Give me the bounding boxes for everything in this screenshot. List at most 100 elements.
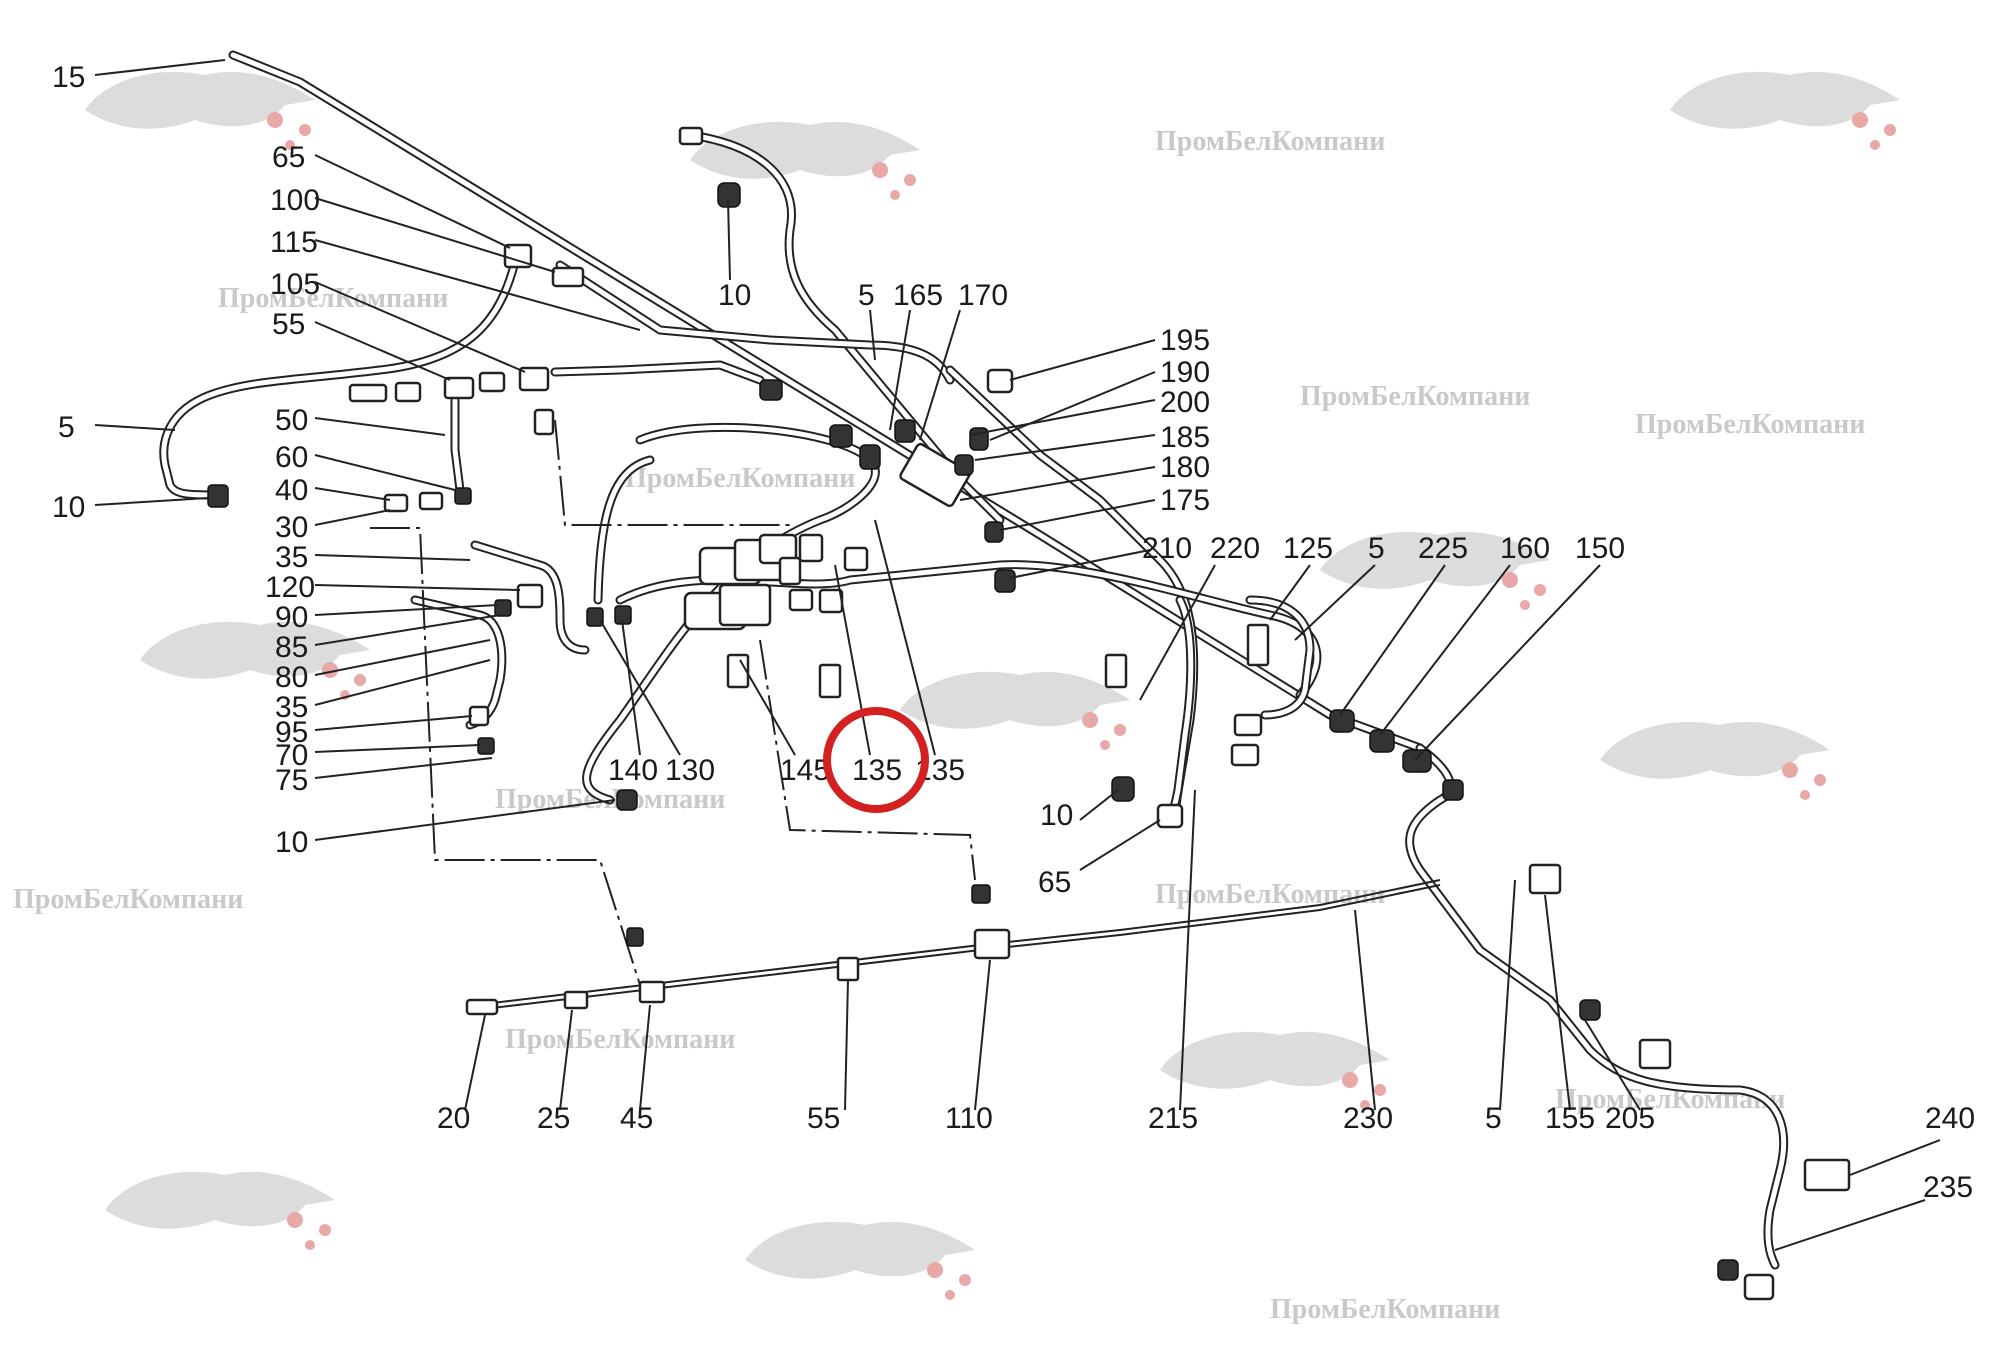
fitting-bottom-right [1743,1273,1775,1301]
callout-label: 35 [275,541,308,574]
callout-label: 220 [1210,532,1260,565]
callout-label: 150 [1575,532,1625,565]
fitting-25 [563,990,589,1010]
watermark-text: ПромБелКомпани [625,463,855,494]
callout-label: 110 [945,1102,993,1135]
watermark-text: ПромБелКомпани [505,1024,735,1055]
centerline [554,419,790,526]
callout-label: 90 [275,601,308,634]
watermark-logo [1320,531,1550,610]
fitting-main-2 [829,424,853,448]
fitting-65-lower [1156,803,1184,829]
fitting-175 [984,521,1004,543]
callout-label: 10 [52,491,85,524]
callout-label: 10 [1040,799,1073,832]
callout-label: 175 [1160,484,1210,517]
fitting-185 [954,454,974,476]
valve-port-2 [778,556,802,586]
callout-label: 230 [1343,1102,1393,1135]
watermark-logo [745,1221,975,1300]
fitting-95 [468,705,490,727]
watermark-logo [690,121,920,200]
watermark-text: ПромБелКомпани [1635,409,1865,440]
callout-label: 130 [665,754,715,787]
fitting-right-a [1233,713,1263,737]
fitting-right-e [1442,779,1464,801]
callout-label: 85 [275,631,308,664]
callout-label: 170 [958,279,1008,312]
callout-label: 190 [1160,356,1210,389]
callout-label: 240 [1925,1102,1975,1135]
callout-label: 75 [275,764,308,797]
callout-label: 55 [272,308,305,341]
valve-port-3 [798,533,824,563]
callout-label: 60 [275,441,308,474]
callout-label: 5 [58,411,75,444]
fitting-55 [836,956,860,982]
callout-label: 80 [275,661,308,694]
leader-lines [94,59,1941,1251]
watermark-text: ПромБелКомпани [1300,381,1530,412]
callout-label: 70 [275,739,308,772]
fitting-90 [494,599,512,617]
callout-label: 95 [275,716,308,749]
clip-205 [1638,1038,1672,1070]
callout-label: 20 [437,1102,470,1135]
callout-label: 205 [1605,1102,1655,1135]
watermark-logo [85,71,315,150]
callout-label: 45 [620,1102,653,1135]
watermark-logo [1670,71,1900,150]
callout-label: 10 [275,826,308,859]
callout-label: 25 [537,1102,570,1135]
callout-label: 195 [1160,324,1210,357]
fitting-110 [973,928,1011,960]
callout-label: 210 [1142,532,1192,565]
fitting-right-b [1230,743,1260,767]
callout-label: 225 [1418,532,1468,565]
callout-label: 50 [275,404,308,437]
watermark-text: ПромБелКомпани [218,283,448,314]
callout-label: 135 [852,754,902,787]
valve-port-5 [843,546,869,572]
fitting-20 [465,998,499,1016]
valve-port [758,533,798,565]
fitting-10-lower [1111,776,1135,802]
callout-label: 145 [780,754,830,787]
watermark-logo [105,1171,335,1250]
clip-240 [1803,1158,1851,1192]
callout-label: 200 [1160,386,1210,419]
fitting-30 [454,487,472,505]
fitting-150 [1402,749,1432,773]
fitting-45 [638,980,666,1004]
clip-125 [1246,623,1270,667]
callout-label: 5 [858,279,875,312]
callout-label: 5 [1485,1102,1502,1135]
callout-label: 180 [1160,451,1210,484]
fitting-main [759,379,783,401]
centerline [370,527,641,986]
bottom-assembly [370,419,1441,1016]
clip-center [1104,653,1128,689]
watermark-text: ПромБелКомпани [13,884,243,915]
fitting-210 [994,569,1016,593]
callout-label: 15 [52,61,85,94]
callout-label: 115 [270,226,318,259]
fitting-170 [894,419,916,443]
fitting-40b [418,491,444,511]
fitting-110-top [971,884,991,904]
fitting-105 [518,366,550,392]
callout-label: 215 [1148,1102,1198,1135]
pipe-routes [159,50,1789,1270]
watermark-logo [1160,1031,1390,1110]
callout-label: 105 [270,268,320,301]
watermark-text: ПромБелКомпани [1155,126,1385,157]
watermark-logo [900,671,1130,750]
fitting-70 [477,737,495,755]
clip-155 [1528,863,1562,895]
fitting-under-105 [533,408,555,436]
manifold-block [899,442,971,508]
callout-label: 140 [608,754,658,787]
valve-port-4 [788,588,814,612]
fitting-left-50b [394,381,422,403]
